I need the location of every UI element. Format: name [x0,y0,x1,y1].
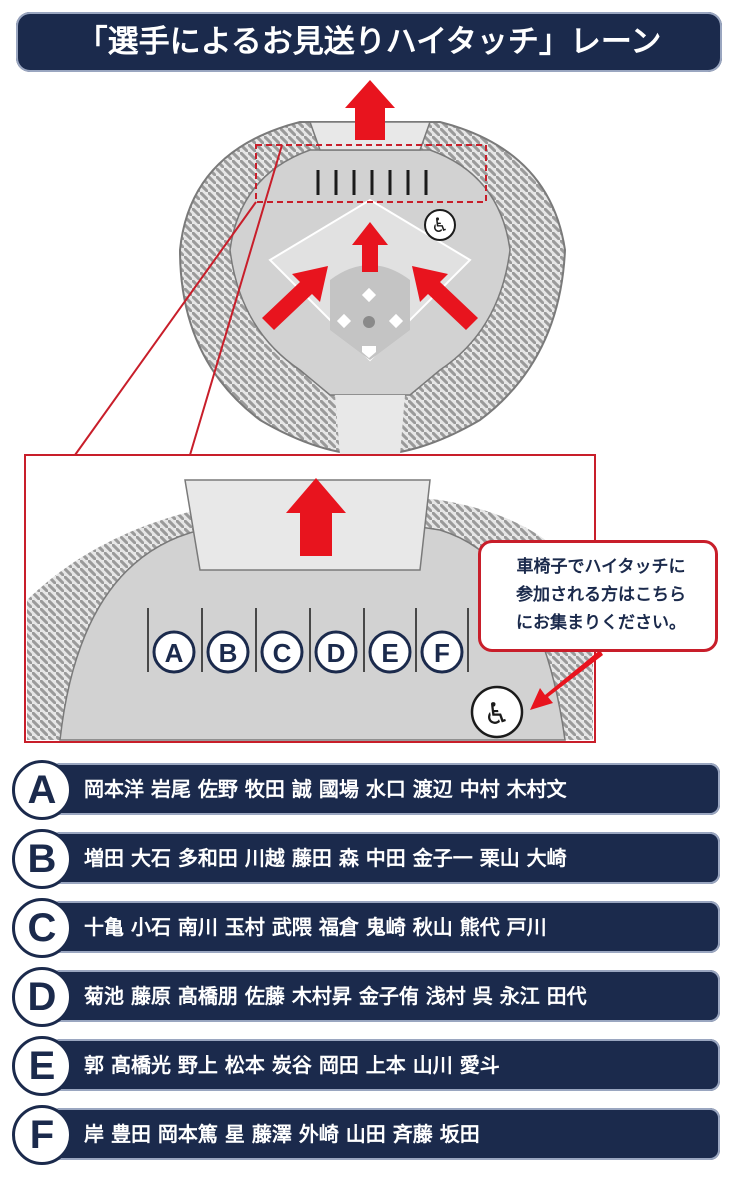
player-names: 岸 豊田 岡本篤 星 藤澤 外崎 山田 斉藤 坂田 [84,1122,480,1146]
page-title: 「選手によるお見送りハイタッチ」レーン [76,24,662,60]
stadium-overview: ♿ [178,121,567,457]
lane-row-e: E 郭 髙橋光 野上 松本 炭谷 岡田 上本 山川 愛斗 [12,1036,722,1096]
lane-letter: C [12,898,72,958]
player-names: 岡本洋 岩尾 佐野 牧田 誠 國場 水口 渡辺 中村 木村文 [84,777,567,801]
title-bar: 「選手によるお見送りハイタッチ」レーン [16,12,722,72]
stadium-map: ♿ A B C D E [24,80,603,743]
arrow-up-icon [262,80,478,330]
lane-letter: E [12,1036,72,1096]
lane-row-f: F 岸 豊田 岡本篤 星 藤澤 外崎 山田 斉藤 坂田 [12,1105,722,1165]
svg-text:♿: ♿ [484,697,511,732]
wheelchair-icon: ♿ [470,685,524,739]
lane-letter: B [12,829,72,889]
lane-label: B [219,638,238,668]
lane-row-b: B 増田 大石 多和田 川越 藤田 森 中田 金子一 栗山 大崎 [12,829,722,889]
player-names: 増田 大石 多和田 川越 藤田 森 中田 金子一 栗山 大崎 [84,846,567,870]
wheelchair-icon: ♿ [424,209,456,241]
lane-letter: F [12,1105,72,1165]
lane-label: F [434,638,450,668]
lane-label: C [273,638,292,668]
lane-row-c: C 十亀 小石 南川 玉村 武隈 福倉 鬼崎 秋山 熊代 戸川 [12,898,722,958]
lane-label: D [327,638,346,668]
callout-text: 車椅子でハイタッチに 参加される方はこちら にお集まりください。 [516,557,686,633]
lane-label: A [165,638,184,668]
player-names: 郭 髙橋光 野上 松本 炭谷 岡田 上本 山川 愛斗 [84,1053,500,1077]
lane-letter: A [12,760,72,820]
lane-row-a: A 岡本洋 岩尾 佐野 牧田 誠 國場 水口 渡辺 中村 木村文 [12,760,722,820]
lane-row-d: D 菊池 藤原 髙橋朋 佐藤 木村昇 金子侑 浅村 呉 永江 田代 [12,967,722,1027]
svg-text:♿: ♿ [431,213,449,237]
wheelchair-callout: 車椅子でハイタッチに 参加される方はこちら にお集まりください。 [478,540,718,652]
lane-letter: D [12,967,72,1027]
lane-label: E [381,638,398,668]
player-names: 菊池 藤原 髙橋朋 佐藤 木村昇 金子侑 浅村 呉 永江 田代 [84,984,587,1008]
player-names: 十亀 小石 南川 玉村 武隈 福倉 鬼崎 秋山 熊代 戸川 [84,915,547,939]
zoom-detail: A B C D E F ♿ [24,454,603,743]
